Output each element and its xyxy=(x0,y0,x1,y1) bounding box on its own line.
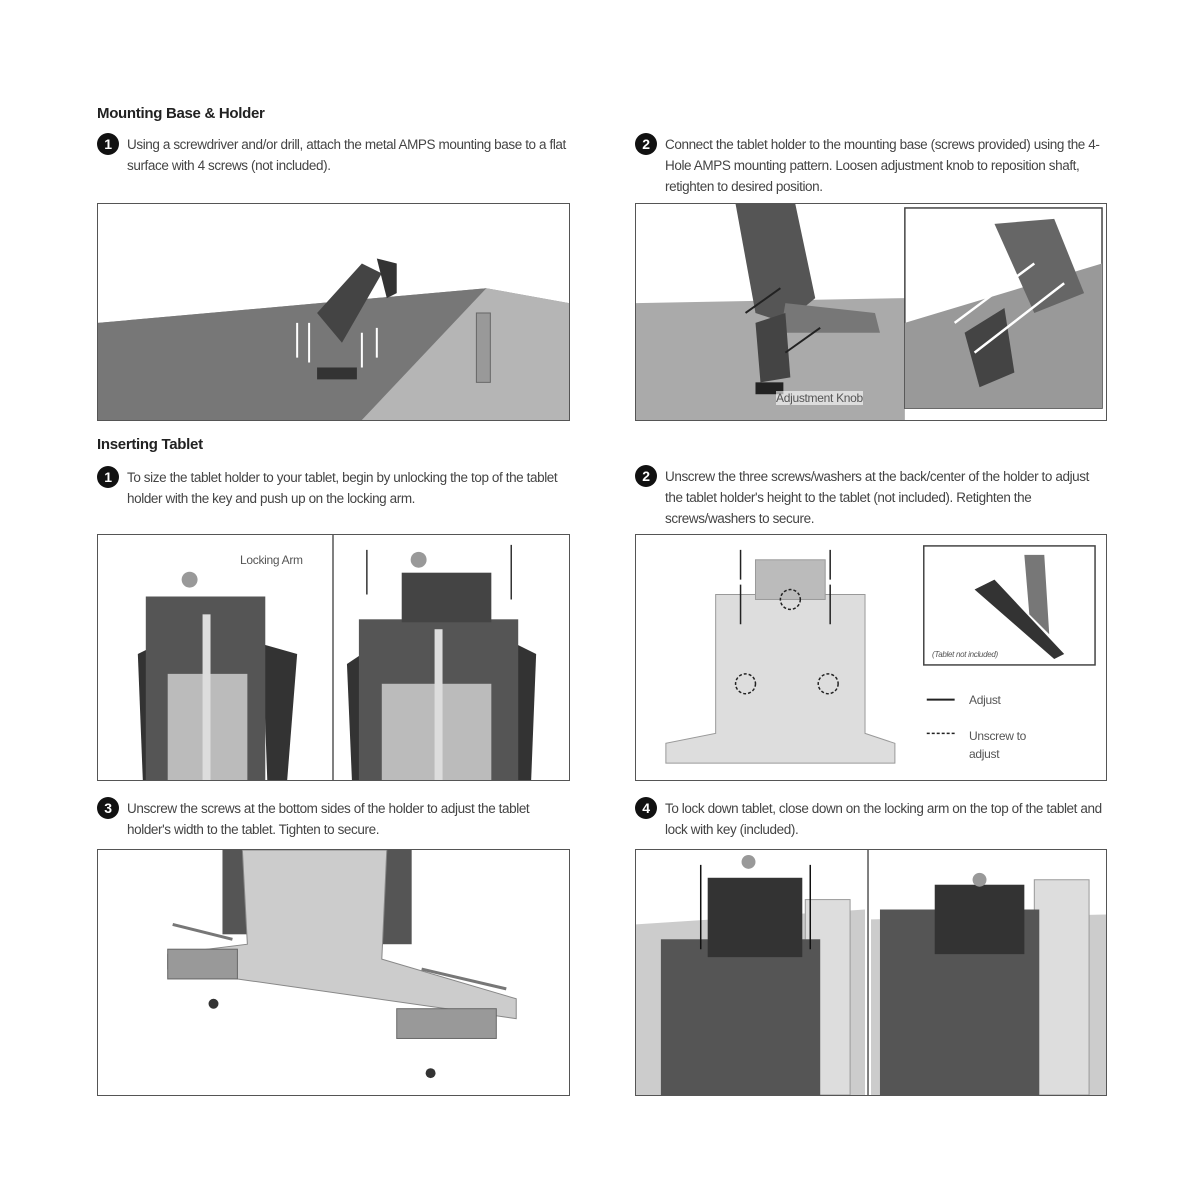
step-number-badge: 1 xyxy=(97,466,119,488)
illustration-width-adjust xyxy=(97,849,570,1096)
step-number-badge: 1 xyxy=(97,133,119,155)
illustration-height-adjust: (Tablet not included) Adjust Unscrew to … xyxy=(635,534,1107,781)
step-text: To lock down tablet, close down on the l… xyxy=(665,801,1102,837)
illustration-lock-tablet xyxy=(635,849,1107,1096)
label-adjustment-knob: Adjustment Knob xyxy=(776,391,863,405)
inserting-step-1: 1 To size the tablet holder to your tabl… xyxy=(97,466,572,509)
section-title-inserting: Inserting Tablet xyxy=(97,436,203,453)
inserting-step-4: 4 To lock down tablet, close down on the… xyxy=(635,797,1105,840)
step-text: Unscrew the three screws/washers at the … xyxy=(665,469,1089,526)
step-number-badge: 2 xyxy=(635,465,657,487)
legend-unscrew: Unscrew to adjust xyxy=(969,727,1029,763)
label-tablet-not-included: (Tablet not included) xyxy=(932,650,998,659)
step-number-badge: 4 xyxy=(635,797,657,819)
step-text: Unscrew the screws at the bottom sides o… xyxy=(127,801,530,837)
legend-adjust: Adjust xyxy=(969,693,1001,707)
illustration-connect-holder: Adjustment Knob xyxy=(635,203,1107,421)
illustration-mounting-base xyxy=(97,203,570,421)
illustration-unlock-holder: Locking Arm xyxy=(97,534,570,781)
inserting-step-3: 3 Unscrew the screws at the bottom sides… xyxy=(97,797,572,840)
step-number-badge: 3 xyxy=(97,797,119,819)
inserting-step-2: 2 Unscrew the three screws/washers at th… xyxy=(635,465,1105,529)
mounting-step-2: 2 Connect the tablet holder to the mount… xyxy=(635,133,1105,197)
mounting-step-1: 1 Using a screwdriver and/or drill, atta… xyxy=(97,133,572,176)
section-title-mounting: Mounting Base & Holder xyxy=(97,105,265,122)
step-text: To size the tablet holder to your tablet… xyxy=(127,470,558,506)
step-number-badge: 2 xyxy=(635,133,657,155)
label-locking-arm: Locking Arm xyxy=(240,553,303,567)
step-text: Connect the tablet holder to the mountin… xyxy=(665,137,1100,194)
step-text: Using a screwdriver and/or drill, attach… xyxy=(127,137,566,173)
